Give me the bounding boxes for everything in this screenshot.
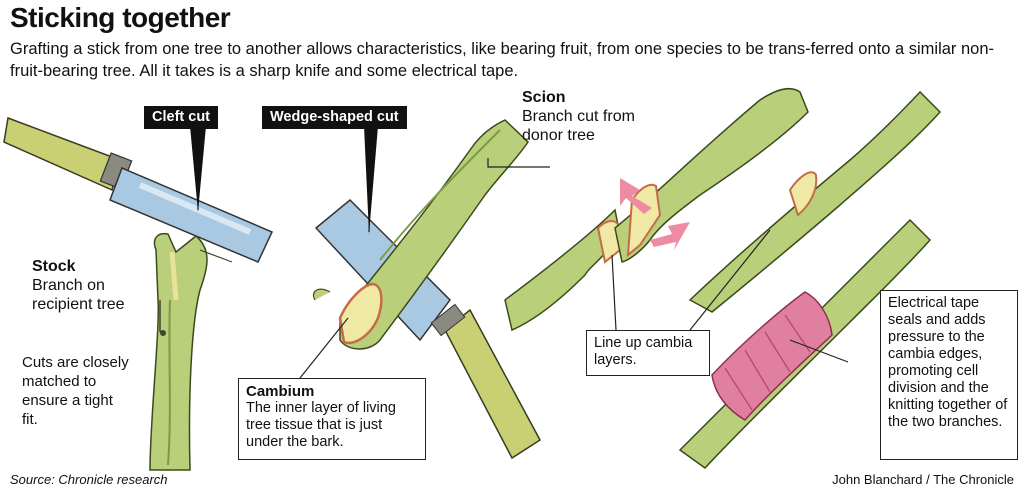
stock-heading: Stock <box>32 258 76 275</box>
cambium-wedge <box>338 282 383 345</box>
arrow-1 <box>620 178 652 214</box>
page-title: Sticking together <box>10 2 231 33</box>
panel3-scion <box>614 88 809 263</box>
scion-heading: Scion <box>522 89 566 106</box>
cleft-cut-label: Cleft cut <box>144 106 218 129</box>
stock-label: Stock Branch on recipient tree <box>32 257 152 314</box>
scion-description: Branch cut from donor tree <box>522 108 635 144</box>
stock-description: Branch on recipient tree <box>32 277 125 313</box>
artist-credit: John Blanchard / The Chronicle <box>832 472 1014 487</box>
panel3-stock <box>504 208 621 332</box>
cambium-description: The inner layer of living tree tissue th… <box>246 400 396 450</box>
stock-branch <box>149 232 208 471</box>
cambium-box: Cambium The inner layer of living tree t… <box>238 378 426 460</box>
cambia-note: Line up cambia layers. <box>586 330 710 376</box>
source-credit: Source: Chronicle research <box>10 472 168 487</box>
electrical-tape <box>711 291 833 421</box>
knife-handle-2 <box>444 308 541 460</box>
wedge-cut-label: Wedge-shaped cut <box>262 106 407 129</box>
cambium-heading: Cambium <box>246 383 315 400</box>
knife-handle-1 <box>3 116 133 192</box>
arrow-2 <box>650 222 690 250</box>
scion-branch <box>339 119 529 350</box>
scion-label: Scion Branch cut from donor tree <box>522 88 652 145</box>
cuts-note: Cuts are closely matched to ensure a tig… <box>22 354 129 428</box>
tape-note: Electrical tape seals and adds pressure … <box>880 290 1018 460</box>
panel4-graft <box>688 90 942 313</box>
intro-text: Grafting a stick from one tree to anothe… <box>10 40 995 80</box>
